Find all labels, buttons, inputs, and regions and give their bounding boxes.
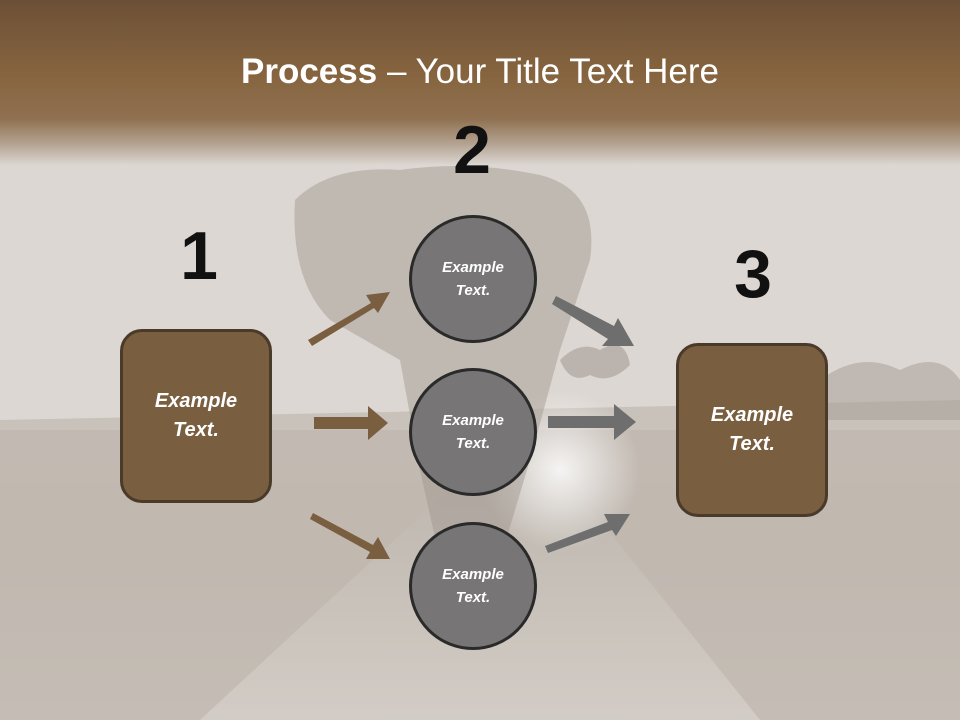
title-rest: – Your Title Text Here <box>377 52 719 91</box>
step-2-circle-top[interactable]: Example Text. <box>409 215 537 343</box>
title-bold: Process <box>241 52 378 91</box>
step-number-3: 3 <box>734 236 772 312</box>
circle-middle-label: Example Text. <box>442 412 504 452</box>
circle-bottom-label: Example Text. <box>442 566 504 606</box>
step-3-label: Example Text. <box>710 404 794 455</box>
step-3-box[interactable]: Example Text. <box>676 343 828 517</box>
step-number-2: 2 <box>453 112 491 188</box>
slide-title: Process – Your Title Text Here <box>0 52 960 92</box>
title-band <box>0 0 960 165</box>
step-1-box[interactable]: Example Text. <box>120 329 272 503</box>
step-2-circle-middle[interactable]: Example Text. <box>409 368 537 496</box>
step-number-1: 1 <box>180 218 218 294</box>
step-1-label: Example Text. <box>154 390 238 441</box>
step-2-circle-bottom[interactable]: Example Text. <box>409 522 537 650</box>
circle-top-label: Example Text. <box>442 259 504 299</box>
